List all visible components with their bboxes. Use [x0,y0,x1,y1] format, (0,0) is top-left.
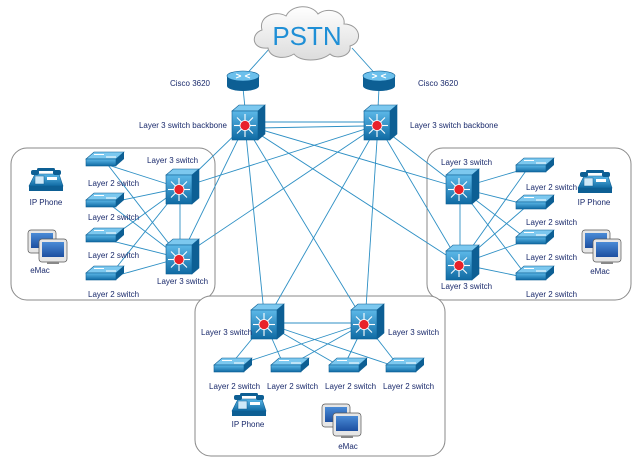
left-l2-switch-2-icon [85,192,125,208]
right-l2-label-1: Layer 2 switch [526,183,577,192]
right-l2-label-4: Layer 2 switch [526,290,577,299]
left-l3-label-1: Layer 3 switch [147,156,198,165]
bottom-l2-label-2: Layer 2 switch [267,382,318,391]
bottom-l3-switch-2-icon [350,303,385,340]
left-l3-switch-2-icon [165,238,200,275]
right-l2-switch-4-icon [515,265,555,281]
bottom-emac-label: eMac [338,442,358,451]
bottom-l2-label-1: Layer 2 switch [209,382,260,391]
router-left-label: Cisco 3620 [170,79,211,88]
left-l2-label-4: Layer 2 switch [88,290,139,299]
router-left-icon [226,70,260,92]
bottom-l2-label-3: Layer 2 switch [325,382,376,391]
left-l2-switch-3-icon [85,227,125,243]
backbone-switch-left-icon [231,104,266,141]
left-l2-label-3: Layer 2 switch [88,251,139,260]
right-l3-switch-1-icon [445,168,480,205]
bottom-l2-switch-1-icon [213,357,253,373]
router-right-icon [362,70,396,92]
left-l2-label-2: Layer 2 switch [88,213,139,222]
router-right-label: Cisco 3620 [418,79,459,88]
backbone-left-label: Layer 3 switch backbone [139,121,228,130]
left-emac-label: eMac [30,266,50,275]
right-emac-label: eMac [590,267,610,276]
left-l2-switch-4-icon [85,265,125,281]
left-l2-label-1: Layer 2 switch [88,179,139,188]
bottom-l2-switch-4-icon [385,357,425,373]
left-l2-switch-1-icon [85,151,125,167]
right-l2-switch-2-icon [515,194,555,210]
backbone-switch-right-icon [363,104,398,141]
right-l3-label-2: Layer 3 switch [441,282,492,291]
bottom-group-box [194,295,446,457]
right-l2-label-2: Layer 2 switch [526,218,577,227]
right-l2-switch-3-icon [515,229,555,245]
bottom-l3-label-1: Layer 3 switch [201,328,252,337]
right-phone-label: IP Phone [578,198,611,207]
right-l2-switch-1-icon [515,157,555,173]
bottom-phone-label: IP Phone [232,420,265,429]
backbone-right-label: Layer 3 switch backbone [410,121,499,130]
bottom-l2-switch-2-icon [270,357,310,373]
bottom-l3-label-2: Layer 3 switch [388,328,439,337]
connection-links [107,47,529,369]
bottom-l2-switch-3-icon [328,357,368,373]
bottom-l2-label-4: Layer 2 switch [383,382,434,391]
right-l3-label-1: Layer 3 switch [441,158,492,167]
left-phone-label: IP Phone [30,198,63,207]
right-l3-switch-2-icon [445,244,480,281]
pstn-label: PSTN [272,21,341,51]
left-l3-switch-1-icon [165,168,200,205]
bottom-l3-switch-1-icon [250,303,285,340]
right-l2-label-3: Layer 2 switch [526,253,577,262]
pstn-cloud: PSTN [253,6,359,61]
left-l3-label-2: Layer 3 switch [157,277,208,286]
